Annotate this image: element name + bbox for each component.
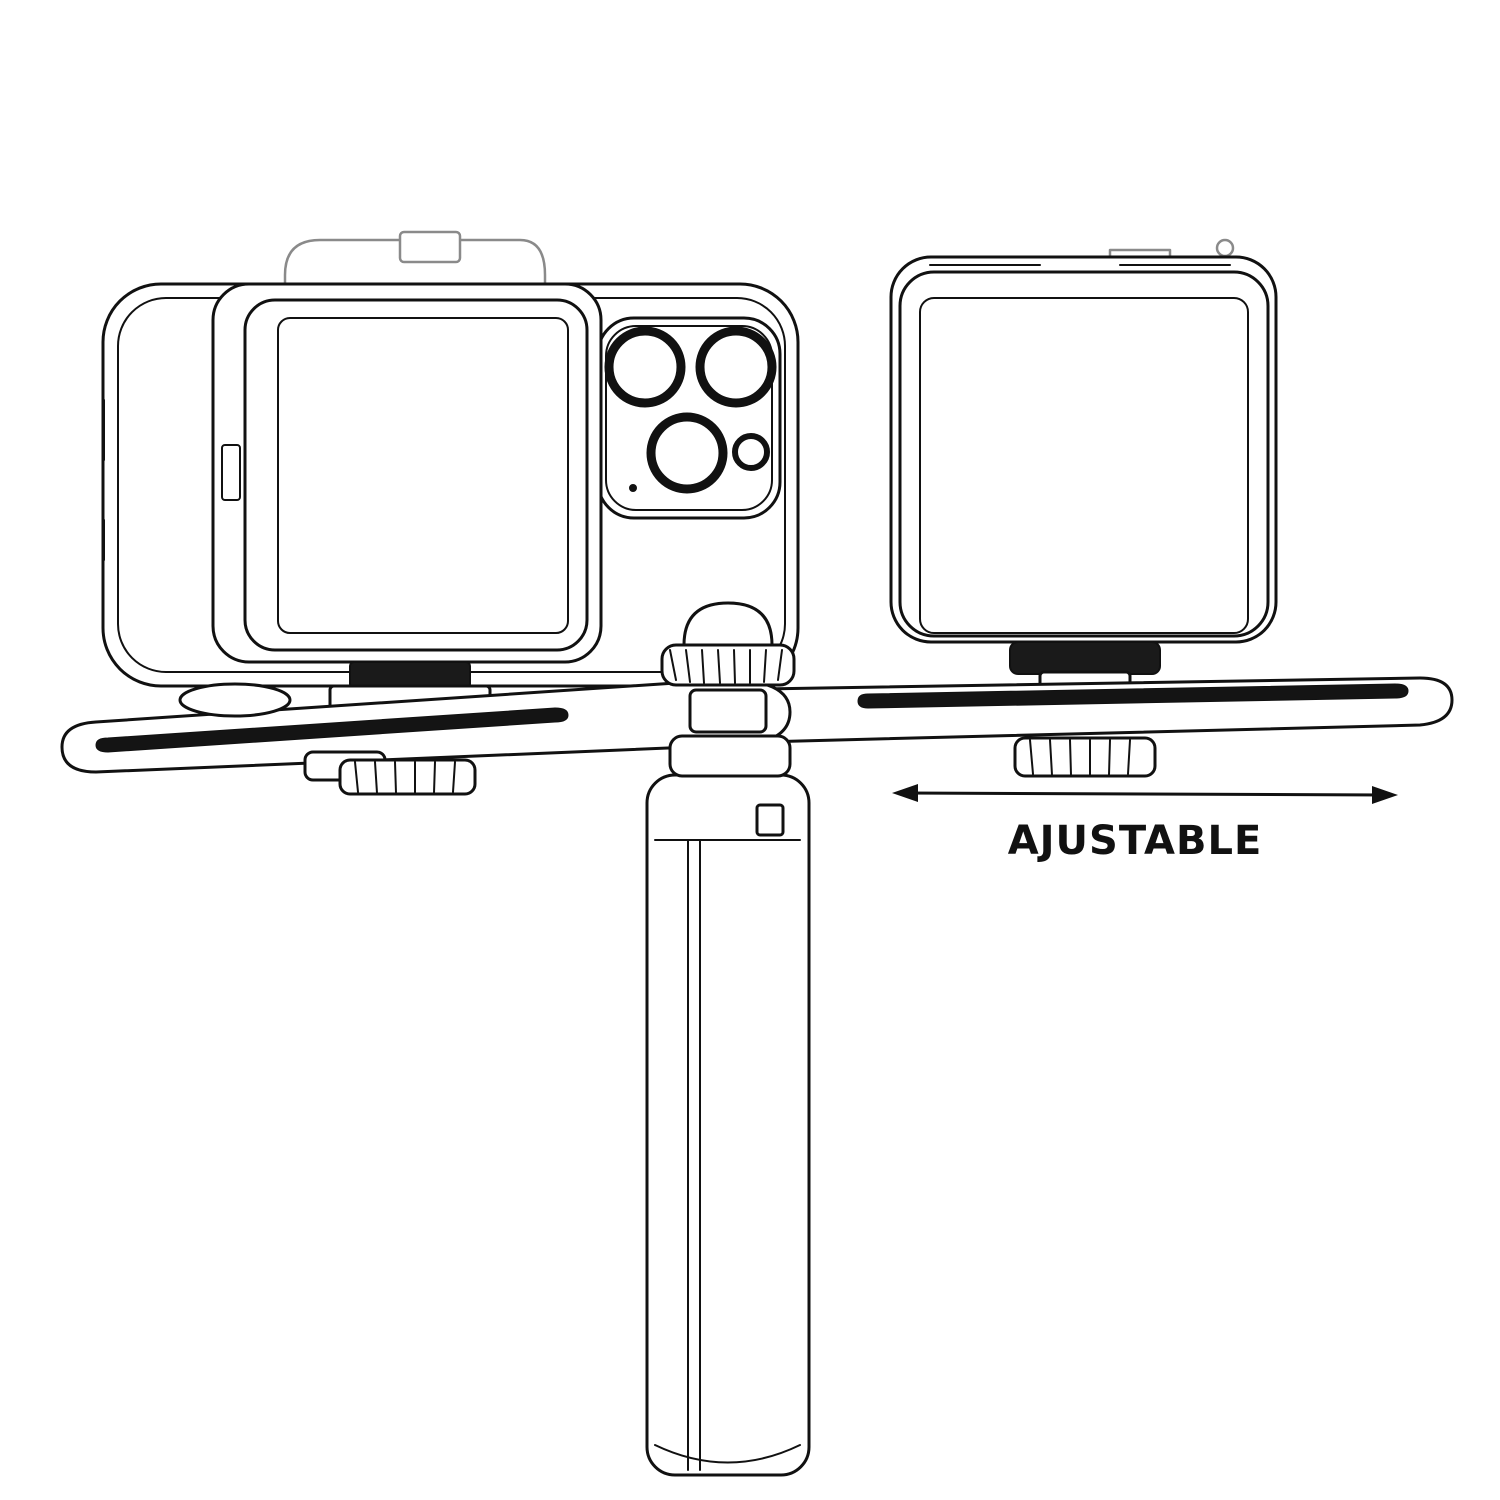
double-headed-arrow (892, 784, 1398, 804)
adjustable-label: AJUSTABLE (1007, 818, 1263, 864)
phone-camera-module (596, 316, 782, 520)
bracket-arm-right (698, 676, 1454, 744)
handle-grip (645, 773, 811, 1477)
center-mount-knob (660, 601, 796, 778)
thumb-knob-right (1013, 736, 1157, 778)
thumb-knob-left (303, 750, 477, 796)
bracket-arm-left (60, 678, 792, 774)
led-light-left (211, 230, 603, 714)
led-light-right (889, 238, 1278, 702)
